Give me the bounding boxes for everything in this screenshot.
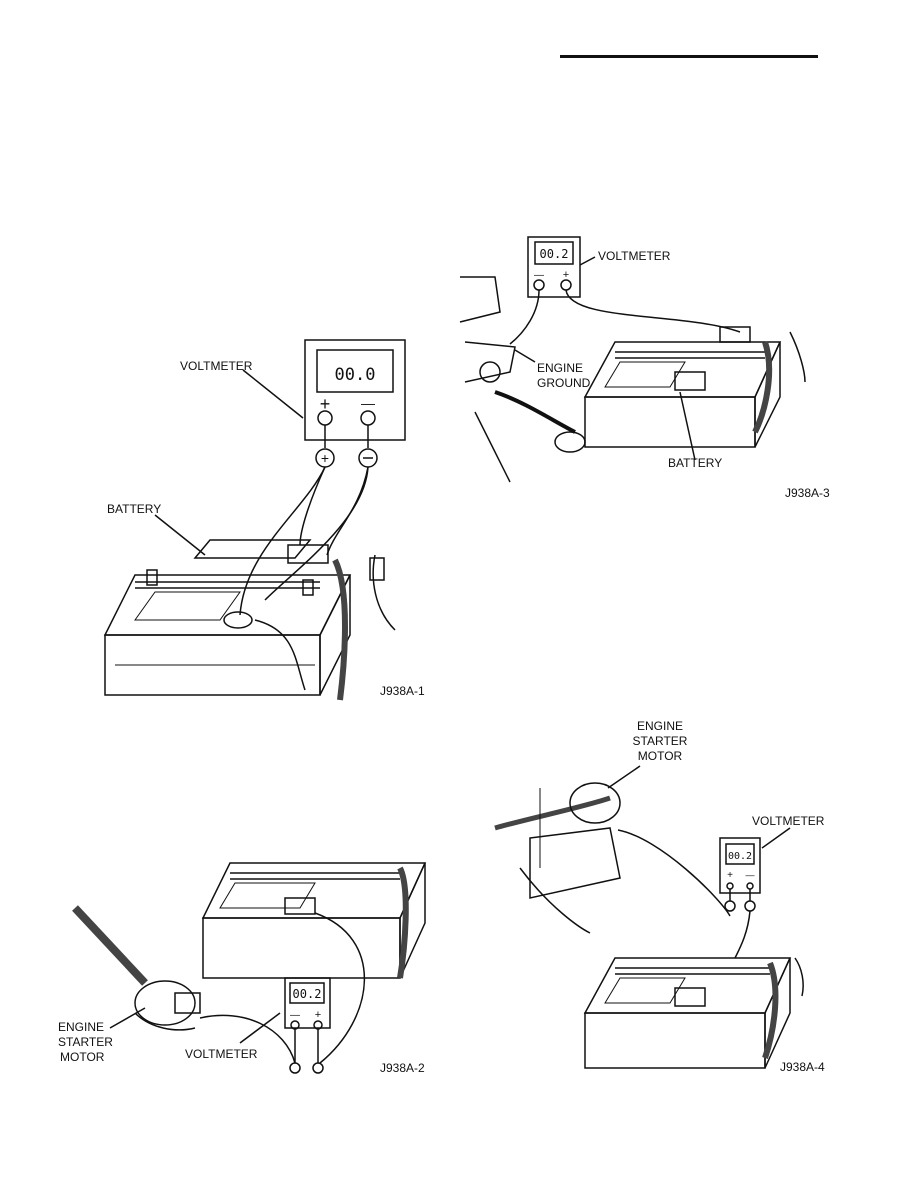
starter-motor-illustration: [72, 905, 201, 1031]
positive-lead: [565, 289, 741, 333]
meter-display: 00.0: [335, 365, 376, 385]
voltmeter-device: 00.2 — +: [527, 236, 581, 298]
starter-label-line3: MOTOR: [638, 749, 683, 763]
battery-illustration: [583, 326, 806, 448]
figure-j938a-4: ENGINE STARTER MOTOR 00.2 + — VOLTMETER …: [490, 718, 835, 1078]
voltmeter-device: 00.2 + —: [719, 837, 761, 894]
battery-label: BATTERY: [668, 456, 722, 470]
battery-illustration: [583, 957, 804, 1069]
engine-illustration: [459, 276, 586, 483]
negative-lead: [314, 912, 366, 1064]
voltmeter-pointer: [242, 369, 304, 419]
minus-terminal-label: —: [534, 270, 544, 281]
starter-label-line2: STARTER: [58, 1035, 113, 1049]
plus-terminal-label: +: [320, 394, 331, 414]
plus-terminal-label: +: [563, 269, 569, 281]
figure-caption: J938A-1: [380, 684, 425, 698]
battery-label: BATTERY: [107, 502, 161, 516]
minus-terminal-label: —: [290, 1010, 300, 1021]
starter-label-line1: ENGINE: [58, 1020, 104, 1034]
meter-display: 00.2: [293, 987, 322, 1001]
meter-display: 00.2: [540, 247, 569, 261]
figure-caption: J938A-4: [780, 1060, 825, 1074]
voltmeter-label: VOLTMETER: [752, 814, 825, 828]
minus-terminal-label: —: [746, 870, 755, 880]
figure-j938a-2: 00.2 — + ENGINE STARTER MOTOR VOLTMETER …: [55, 828, 435, 1078]
starter-label-line3: MOTOR: [60, 1050, 105, 1064]
ground-label-line1: ENGINE: [537, 361, 583, 375]
plus-terminal-label: +: [315, 1009, 321, 1021]
figure-caption: J938A-3: [785, 486, 830, 500]
meter-display: 00.2: [728, 851, 752, 862]
positive-lead: [199, 1014, 296, 1064]
voltmeter-label: VOLTMETER: [185, 1047, 258, 1061]
figure-caption: J938A-2: [380, 1061, 425, 1075]
positive-lead: [617, 829, 731, 917]
voltmeter-device: 00.2 — +: [284, 977, 331, 1030]
negative-lead: [509, 289, 540, 345]
starter-motor-illustration: [494, 782, 621, 934]
voltmeter-label: VOLTMETER: [180, 359, 253, 373]
plus-terminal-label: +: [727, 870, 733, 881]
battery-illustration: [201, 862, 427, 979]
header-rule: [560, 55, 818, 58]
starter-label-line1: ENGINE: [637, 719, 683, 733]
starter-label-line2: STARTER: [633, 734, 688, 748]
negative-lead: [326, 466, 369, 556]
negative-lead: [734, 910, 751, 959]
voltmeter-label: VOLTMETER: [598, 249, 671, 263]
battery-pointer: [154, 514, 206, 556]
figure-j938a-1: 00.0 + — + VOLTMETER BATTERY J938A-1: [95, 330, 435, 710]
minus-jack-icon: [360, 410, 376, 426]
minus-terminal-label: —: [361, 395, 375, 411]
svg-text:+: +: [321, 450, 329, 466]
figure-j938a-3: 00.2 — + VOLTMETER ENGINE GROUND BATTERY…: [455, 232, 835, 502]
battery-illustration: [103, 539, 396, 701]
positive-lead: [239, 466, 326, 616]
ground-label-line2: GROUND: [537, 376, 591, 390]
voltmeter-device: 00.0 + —: [304, 339, 406, 441]
